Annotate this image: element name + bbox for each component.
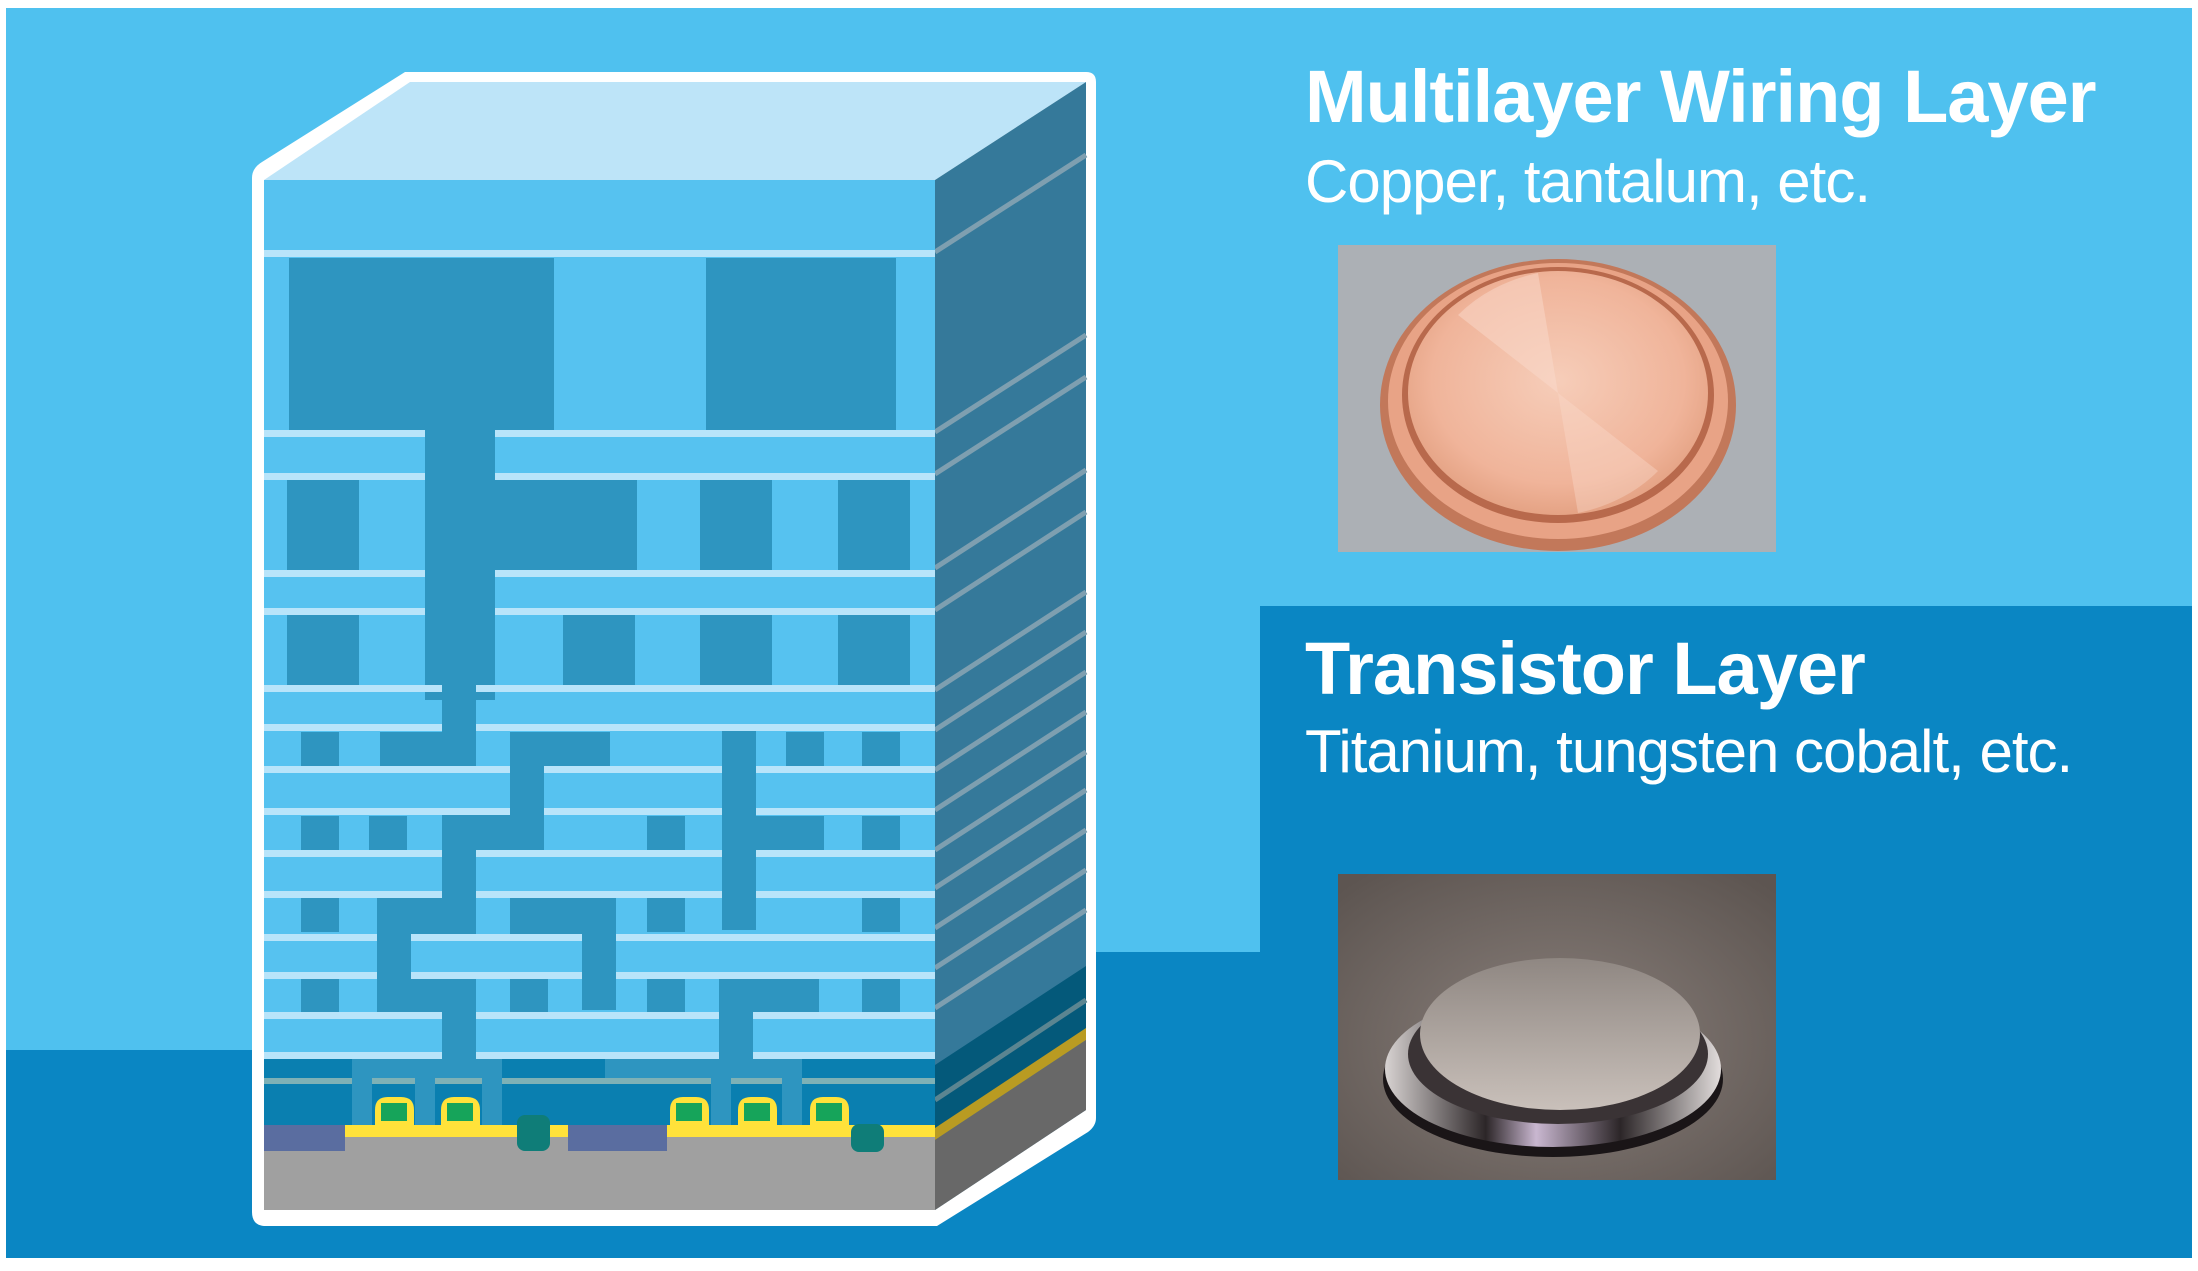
block-side-face bbox=[935, 82, 1086, 1210]
diffusion-region-mid bbox=[568, 1125, 667, 1151]
metal-disc-icon bbox=[1338, 874, 1776, 1180]
dielectric-lines bbox=[264, 250, 935, 1059]
diffusion-region-left bbox=[264, 1125, 345, 1151]
barrier-line bbox=[264, 1078, 935, 1084]
wiring-layer-title: Multilayer Wiring Layer bbox=[1305, 55, 2097, 138]
transistor-gates bbox=[375, 1097, 849, 1137]
copper-disc-icon bbox=[1380, 259, 1736, 551]
metal-target-photo bbox=[1338, 874, 1776, 1180]
side-liner-stripe bbox=[935, 1028, 1086, 1140]
transistor-layer-title: Transistor Layer bbox=[1305, 627, 1866, 710]
isolation-plug-left bbox=[517, 1115, 550, 1151]
block-top-face bbox=[264, 82, 1086, 180]
isolation-plug-right bbox=[851, 1124, 884, 1152]
wiring-metal-lines bbox=[287, 258, 910, 1068]
wiring-layer-subtitle: Copper, tantalum, etc. bbox=[1305, 148, 1871, 215]
side-substrate bbox=[935, 1040, 1086, 1210]
transistor-layer-subtitle: Titanium, tungsten cobalt, etc. bbox=[1305, 718, 2073, 785]
copper-target-photo bbox=[1338, 245, 1776, 552]
side-face-stripes bbox=[933, 152, 1088, 1103]
